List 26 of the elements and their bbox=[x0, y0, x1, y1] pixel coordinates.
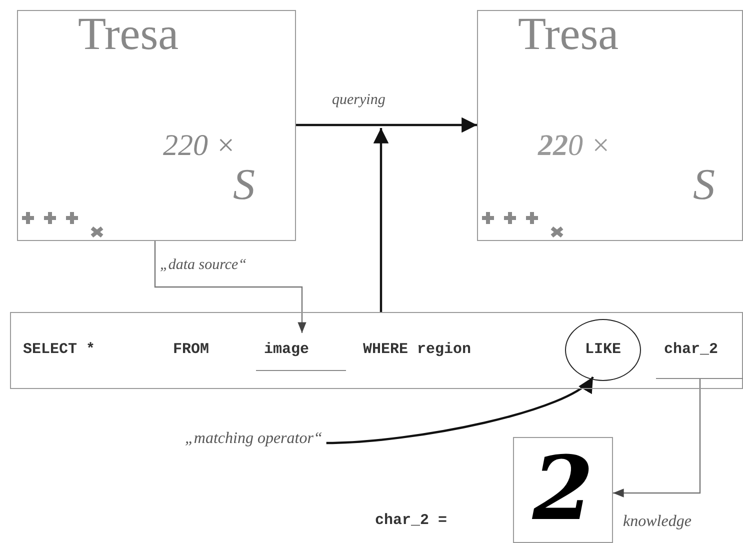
query-box bbox=[10, 312, 743, 389]
annotation-text: „matching operator“ bbox=[185, 430, 322, 456]
document-text: Tresa bbox=[78, 11, 179, 60]
document-text: 220 × bbox=[163, 129, 236, 163]
edge-label: „data source“ bbox=[158, 257, 249, 274]
operator-ellipse: LIKE bbox=[565, 319, 641, 381]
query-text: FROM bbox=[173, 341, 210, 358]
document-text: 220 × bbox=[538, 129, 611, 163]
query-text: WHERE region bbox=[363, 341, 472, 358]
arrow bbox=[613, 379, 701, 498]
query-text: SELECT * bbox=[23, 341, 96, 358]
arrow bbox=[296, 117, 477, 133]
edge-label: querying bbox=[330, 92, 388, 109]
arrow bbox=[373, 128, 389, 312]
underlined-term: image bbox=[256, 333, 346, 371]
arrow bbox=[154, 241, 306, 333]
document-image bbox=[17, 10, 296, 241]
character-glyph: 2 bbox=[513, 437, 613, 543]
underlined-term: char_2 bbox=[656, 333, 743, 379]
arrow bbox=[326, 376, 594, 444]
document-text: Tresa bbox=[518, 11, 619, 60]
beside-text: knowledge bbox=[621, 513, 694, 531]
document-text: S bbox=[233, 159, 255, 210]
document-text: S bbox=[693, 159, 715, 210]
equation-text: char_2 = bbox=[375, 512, 448, 529]
document-image bbox=[477, 10, 743, 241]
